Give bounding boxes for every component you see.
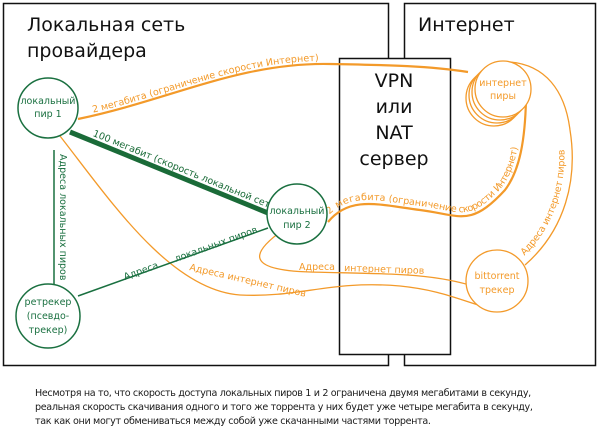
- node-bittorrent-tracker: bittorrent трекер: [465, 249, 529, 313]
- link-peer1-peer2: [70, 132, 268, 213]
- retracker-label-line1: ретрекер: [25, 297, 72, 308]
- label-tracker-peer2-a: Адреса: [299, 262, 335, 273]
- internet-peers-circle: [474, 60, 532, 118]
- retracker-label-line2: (псевдо-: [27, 311, 69, 322]
- internet-title: Интернет: [418, 14, 515, 36]
- retracker-circle: [15, 283, 81, 349]
- node-local-peer-2: локальный пир 2: [266, 183, 328, 245]
- provider-network-title-line2: провайдера: [27, 40, 147, 62]
- local-peer-1-label-line2: пир 1: [34, 109, 61, 120]
- provider-network-region: Локальная сеть провайдера: [2, 2, 390, 367]
- local-peer-1-circle: [17, 77, 79, 139]
- caption-line-1: Несмотря на то, что скорость доступа лок…: [35, 388, 531, 399]
- caption-line-2: реальная скорость скачивания одного и то…: [35, 402, 533, 413]
- label-retracker-peer2-b: локальных пиров: [173, 224, 259, 264]
- node-local-peer-1: локальный пир 1: [17, 77, 79, 139]
- bittorrent-tracker-circle: [465, 249, 529, 313]
- bittorrent-tracker-label-line2: трекер: [479, 285, 514, 296]
- gateway-label-line4: сервер: [359, 148, 428, 170]
- gateway-label-line1: VPN: [375, 70, 414, 92]
- retracker-label-line3: трекер): [29, 325, 68, 336]
- label-tracker-internet-peers: Адреса интернет пиров: [519, 149, 568, 258]
- internet-peers-label-line1: интернет: [479, 78, 527, 89]
- local-peer-2-label-line1: локальный: [269, 206, 324, 217]
- label-tracker-peer2-b: интернет пиров: [344, 263, 425, 277]
- provider-network-title-line1: Локальная сеть: [27, 14, 185, 36]
- caption-line-3: так как они могут обмениваться между соб…: [35, 416, 431, 427]
- node-internet-peers: интернет пиры: [465, 60, 532, 127]
- label-retracker-peer2-a: Адреса: [122, 260, 160, 283]
- label-tracker-peer1: Адреса интернет пиров: [188, 262, 307, 300]
- bittorrent-tracker-label-line1: bittorrent: [475, 271, 520, 282]
- gateway-label-line2: или: [376, 96, 413, 118]
- label-retracker-peer1: Адреса локальных пиров: [57, 154, 68, 281]
- internet-peers-label-line2: пиры: [490, 91, 516, 102]
- local-peer-1-label-line1: локальный: [20, 96, 75, 107]
- caption: Несмотря на то, что скорость доступа лок…: [35, 387, 595, 429]
- local-peer-2-label-line2: пир 2: [283, 220, 310, 231]
- gateway-server: VPN или NAT сервер: [338, 57, 452, 356]
- gateway-label-line3: NAT: [375, 122, 413, 144]
- local-peer-2-circle: [266, 183, 328, 245]
- node-retracker: ретрекер (псевдо- трекер): [15, 283, 81, 349]
